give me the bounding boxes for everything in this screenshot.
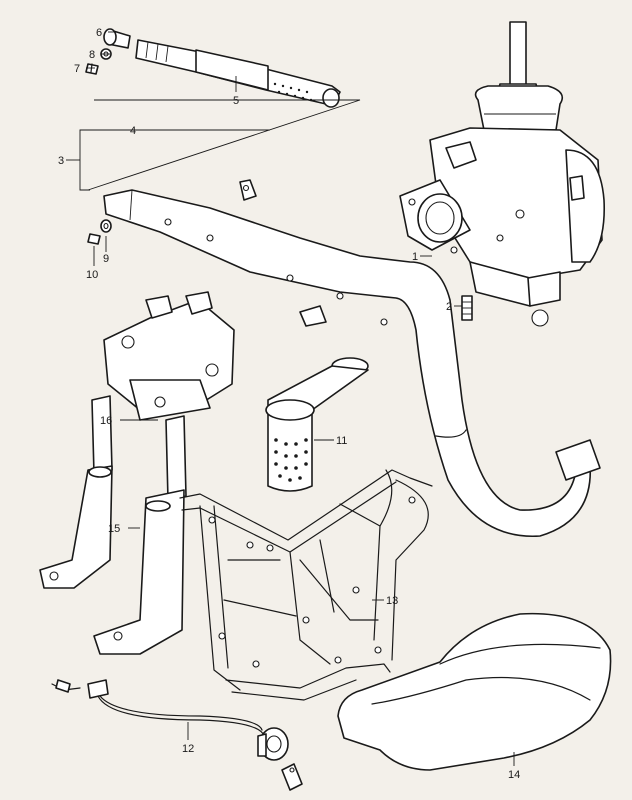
screw xyxy=(85,63,99,75)
callout-7: 7 xyxy=(74,63,80,75)
callout-9: 9 xyxy=(103,253,109,265)
callout-13: 13 xyxy=(386,595,398,607)
callout-4: 4 xyxy=(130,125,136,137)
front-fork xyxy=(39,291,235,655)
callout-1: 1 xyxy=(412,251,418,263)
exhaust-pipe xyxy=(103,179,601,538)
callout-11: 11 xyxy=(336,435,347,447)
throttle-cap xyxy=(103,28,131,49)
ignition-switch xyxy=(51,679,303,791)
callout-6: 6 xyxy=(96,27,102,39)
callout-8: 8 xyxy=(89,49,95,61)
leader-lines xyxy=(86,31,515,766)
carburetor-nozzle xyxy=(461,295,473,321)
seat xyxy=(337,612,612,771)
throttle-grip xyxy=(135,39,341,108)
callout-12: 12 xyxy=(182,743,194,755)
callout-16: 16 xyxy=(100,415,112,427)
washer xyxy=(100,219,112,233)
callout-10: 10 xyxy=(86,269,98,281)
callout-labels: 1 2 3 4 5 6 7 8 9 10 11 12 13 14 15 16 xyxy=(58,27,520,781)
frame xyxy=(179,469,433,701)
callout-14: 14 xyxy=(508,769,520,781)
callout-5: 5 xyxy=(233,95,239,107)
callout-15: 15 xyxy=(108,523,120,535)
bolt xyxy=(87,233,101,245)
carburetor xyxy=(399,21,606,327)
callout-3: 3 xyxy=(58,155,64,167)
cable-bracket-lines xyxy=(66,99,361,191)
callout-2: 2 xyxy=(446,301,452,313)
spark-arrester xyxy=(265,357,369,492)
